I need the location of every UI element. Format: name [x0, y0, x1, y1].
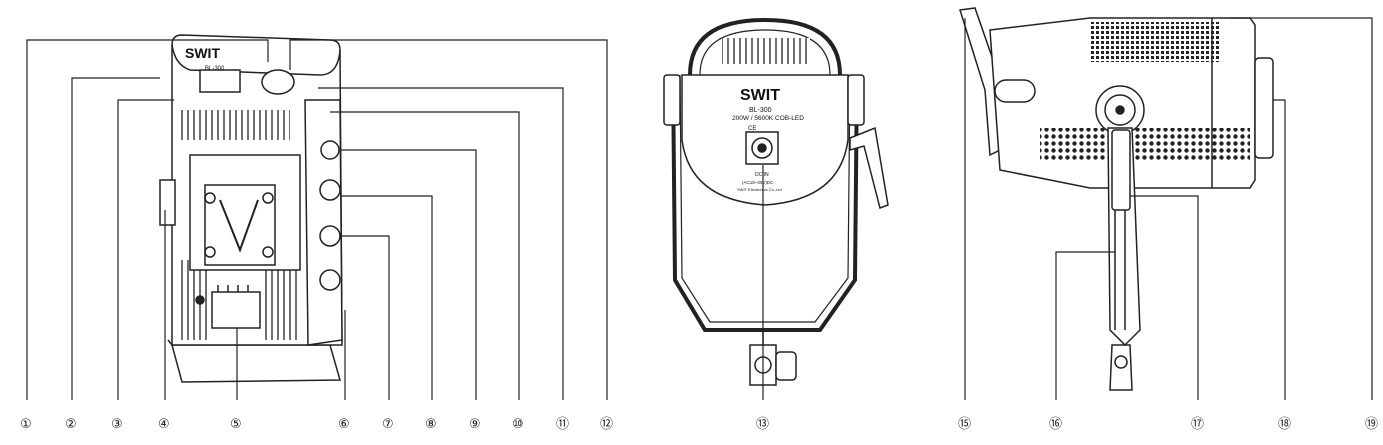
back-voltage-label: (AC18~30V)DC	[742, 180, 774, 185]
callout-2: ②	[65, 417, 77, 432]
back-view-light	[663, 17, 889, 386]
callout-13: ⑬	[756, 417, 769, 432]
callout-12: ⑫	[600, 417, 613, 432]
leader-lines-left	[26, 39, 608, 400]
back-maker-label: SWIT Electronics Co.,Ltd	[737, 187, 782, 192]
back-spec-label: 200W / 5600K COB-LED	[732, 115, 804, 122]
box-brand-logo: SWIT	[185, 45, 220, 61]
callout-3: ③	[111, 417, 123, 432]
callout-1: ①	[20, 417, 32, 432]
callout-6: ⑥	[338, 417, 350, 432]
box-model-label: BL-300	[205, 66, 225, 72]
control-box-view	[159, 34, 343, 383]
back-cert-label: CE	[748, 126, 756, 132]
back-brand-logo: SWIT	[740, 87, 780, 104]
callout-4: ④	[158, 417, 170, 432]
leader-lines-right	[964, 17, 1373, 400]
callout-8: ⑧	[425, 417, 437, 432]
back-dc-in-label: DC IN	[755, 172, 769, 178]
callout-10: ⑩	[512, 417, 524, 432]
callout-numbers: ① ② ③ ④ ⑤ ⑥ ⑦ ⑧ ⑨ ⑩ ⑪ ⑫ ⑬ ⑮ ⑯ ⑰ ⑱ ⑲	[20, 417, 1378, 432]
callout-18: ⑱	[1278, 417, 1291, 432]
callout-9: ⑨	[469, 417, 481, 432]
callout-7: ⑦	[382, 417, 394, 432]
callout-5: ⑤	[230, 417, 242, 432]
callout-16: ⑯	[1049, 417, 1062, 432]
side-view-light	[959, 7, 1274, 391]
callout-15: ⑮	[958, 417, 971, 432]
callout-19: ⑲	[1365, 417, 1378, 432]
back-model-label: BL-300	[749, 107, 772, 114]
callout-11: ⑪	[556, 417, 569, 432]
callout-17: ⑰	[1191, 417, 1204, 432]
